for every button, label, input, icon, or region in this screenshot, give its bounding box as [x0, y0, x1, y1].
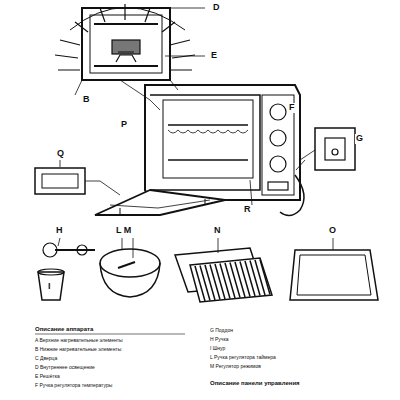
callout-letter: Q	[56, 149, 65, 159]
parts-list-item: B Нижние нагревательные элементы	[35, 347, 121, 353]
callout-letter: D	[212, 3, 221, 13]
callout-letter: P	[120, 120, 128, 130]
callout-letter: I	[47, 282, 52, 292]
callout-letter: L M	[115, 226, 132, 236]
parts-list-item: H Ручка	[210, 337, 229, 343]
callout-letter: N	[213, 226, 222, 236]
callout-letter: F	[288, 103, 296, 113]
callout-letter: O	[328, 226, 337, 236]
parts-list-item: M Регулятор режимов	[210, 364, 261, 370]
parts-list-item: A Верхние нагревательные элементы	[35, 338, 123, 344]
list-heading: Описание панели управления	[210, 380, 300, 387]
parts-list-item: G Поддон	[210, 328, 233, 334]
list-heading: Описание аппарата	[35, 326, 93, 333]
parts-list-item: C Дверца	[35, 356, 57, 362]
callout-letter: G	[355, 134, 364, 144]
callout-letter: R	[243, 205, 252, 215]
callout-letter: E	[210, 51, 218, 61]
parts-list-item: I Шнур	[210, 346, 225, 352]
parts-list-item: L Ручка регулятора таймера	[210, 355, 276, 361]
parts-list-item: D Внутреннее освещение	[35, 365, 95, 371]
callout-letter: B	[82, 95, 91, 105]
parts-list-item: E Решётка	[35, 374, 60, 380]
callout-letter: H	[55, 226, 64, 236]
parts-list-item: F Ручка регулятора температуры	[35, 383, 112, 389]
